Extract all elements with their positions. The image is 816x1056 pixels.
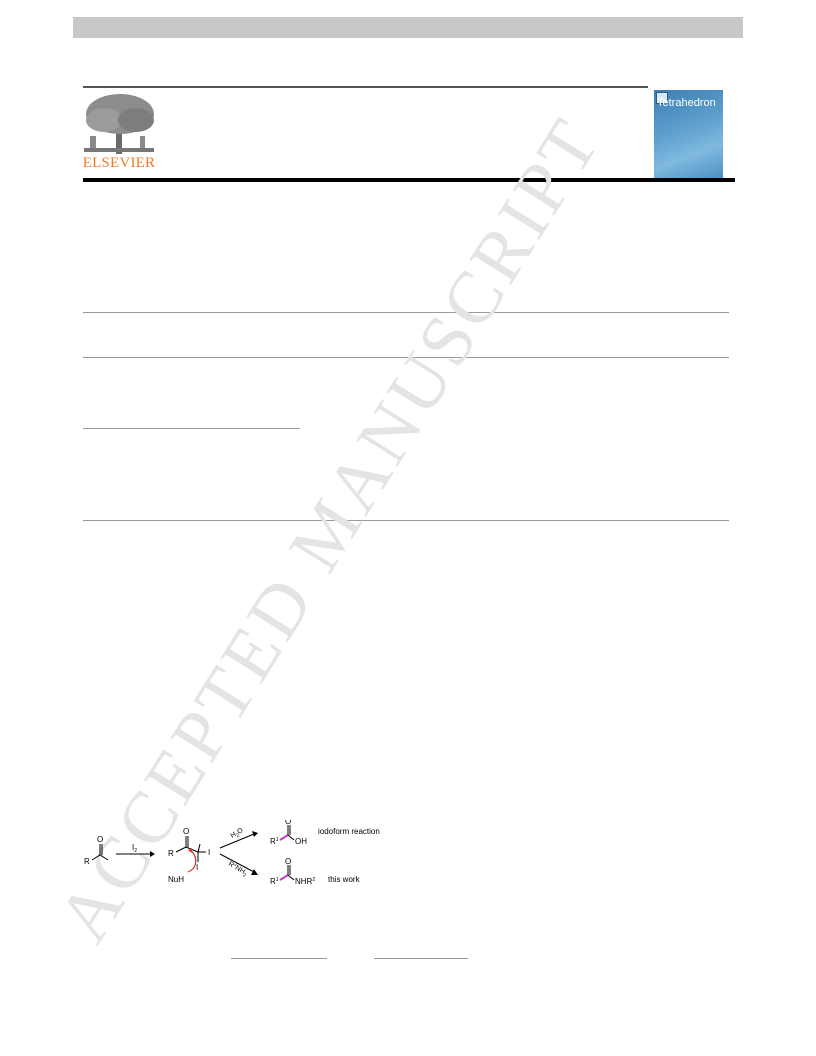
amide-nhr: NHR2	[295, 877, 315, 886]
elsevier-tree-logo	[84, 94, 154, 154]
label-iodoform-reaction: iodoform reaction	[318, 827, 380, 836]
intermediate-iodine-right: I	[208, 848, 210, 857]
cover-emblem-icon	[656, 92, 668, 104]
acid-r: R1	[270, 837, 279, 846]
reaction-scheme: O R I2 R O I I NuH H2O R2NH2 R1 O OH iod…	[84, 820, 380, 886]
nucleophile: NuH	[168, 875, 184, 884]
top-banner	[73, 17, 743, 38]
intermediate-r: R	[168, 849, 174, 858]
footnote-rule-left	[231, 958, 327, 959]
rule-2	[83, 357, 729, 358]
reagent-amine: R2NH2	[226, 859, 250, 879]
intermediate-iodine-bottom: I	[196, 863, 198, 872]
label-this-work: this work	[328, 875, 361, 884]
footnote-rule-right	[374, 958, 468, 959]
reagent-water: H2O	[230, 827, 246, 842]
acid-oxygen: O	[285, 820, 291, 826]
rule-1	[83, 312, 729, 313]
header-top-rule	[83, 86, 648, 88]
reagent-i2: I2	[132, 843, 137, 854]
amide-r: R1	[270, 877, 279, 886]
start-r: R	[84, 857, 90, 866]
journal-cover-title: Tetrahedron	[657, 97, 716, 109]
acid-hydroxyl: OH	[295, 837, 307, 846]
intermediate-oxygen: O	[183, 827, 189, 836]
journal-cover: Tetrahedron	[654, 90, 723, 178]
rule-3	[83, 428, 300, 429]
start-oxygen: O	[97, 835, 103, 844]
amide-oxygen: O	[285, 857, 291, 866]
publisher-name: ELSEVIER	[82, 155, 156, 171]
header-bottom-rule	[83, 178, 735, 182]
rule-4	[83, 520, 729, 521]
